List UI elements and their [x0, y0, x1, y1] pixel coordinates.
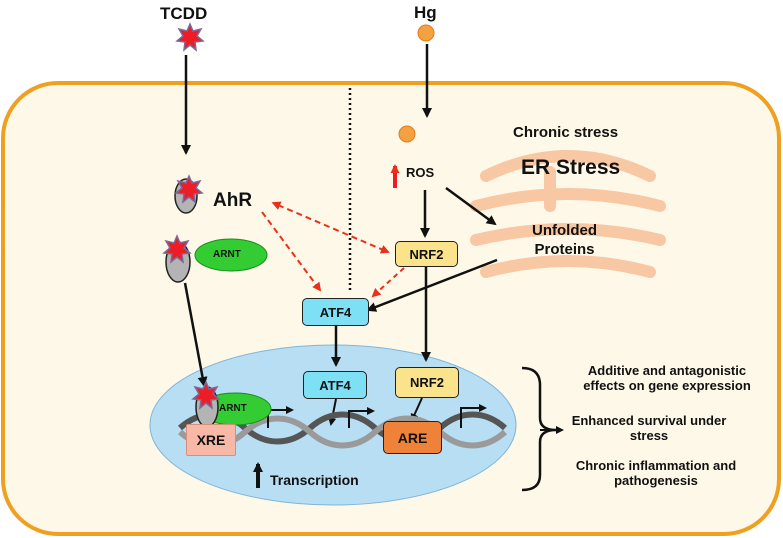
arnt-label: ARNT [213, 249, 241, 260]
xre-box: XRE [186, 424, 236, 456]
nrf2-nuclear-box: NRF2 [395, 367, 459, 398]
ahr-star-icon [174, 174, 204, 204]
er-to-atf4-arrow [366, 258, 498, 312]
outcome-inflammation: Chronic inflammation and pathogenesis [575, 458, 737, 488]
transcription-label: Transcription [270, 472, 359, 488]
endoplasmic-reticulum [470, 150, 666, 278]
tcdd-star-icon [175, 22, 205, 52]
hg-particle-intracellular [398, 125, 416, 143]
nuclear-star-icon [191, 380, 221, 410]
atf4-nuclear-to-dna-arrow [328, 398, 337, 426]
chronic-stress-label: Chronic stress [513, 124, 619, 141]
are-box: ARE [383, 421, 442, 454]
atf4-nuclear-box: ATF4 [303, 371, 367, 399]
er-stress-label: ER Stress [521, 156, 621, 179]
nrf2-atf4-dashed-arrow [371, 267, 405, 298]
outcome-survival: Enhanced survival under stress [571, 413, 727, 443]
tss-arrow-2 [348, 407, 375, 428]
tcdd-label: TCDD [160, 4, 208, 23]
ahr-atf4-dashed-arrow [261, 211, 322, 292]
arnt-oval [194, 238, 268, 272]
tcdd-stars [162, 22, 221, 410]
ros-label: ROS [406, 165, 435, 180]
ros-to-er-arrow [445, 186, 497, 226]
atf4-box: ATF4 [302, 298, 369, 326]
tss-arrow-3 [460, 404, 487, 428]
outcome-additive: Additive and antagonistic effects on gen… [583, 363, 751, 393]
hg-particle [417, 24, 435, 42]
hg-label: Hg [414, 3, 437, 22]
arnt-star-icon [162, 234, 192, 264]
unfolded-proteins-label: Unfolded Proteins [532, 222, 597, 258]
nrf2-box: NRF2 [395, 241, 458, 267]
complex-to-nucleus-arrow [183, 282, 208, 387]
ahr-label: AhR [213, 190, 253, 211]
nuclear-arnt-label: ARNT [219, 403, 247, 414]
